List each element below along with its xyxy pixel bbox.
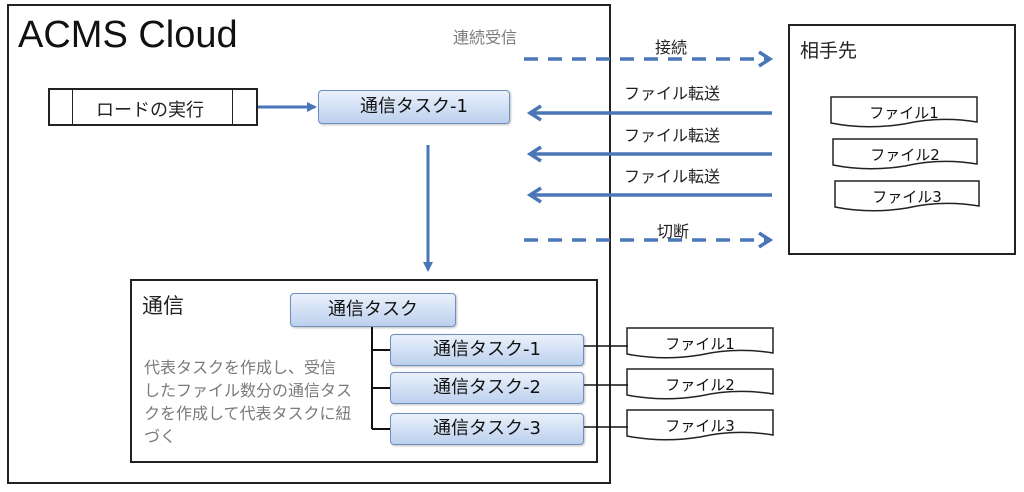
comm-desc-line-4: づく bbox=[144, 427, 177, 446]
comm-sub-task-1: 通信タスク-1 bbox=[390, 334, 584, 366]
comm-desc-line-3: クを作成して代表タスクに紐 bbox=[144, 404, 352, 423]
load-left-divider bbox=[72, 90, 73, 124]
result-file-3-label: ファイル3 bbox=[665, 417, 735, 435]
result-file-3: ファイル3 bbox=[626, 409, 774, 443]
disconnect-label: 切断 bbox=[657, 222, 690, 241]
partner-file-2-label: ファイル2 bbox=[870, 146, 940, 164]
connect-label: 接続 bbox=[655, 38, 688, 57]
partner-title: 相手先 bbox=[800, 40, 858, 62]
transfer-label-2: ファイル転送 bbox=[624, 126, 721, 145]
load-right-divider bbox=[232, 90, 233, 124]
result-file-1: ファイル1 bbox=[626, 327, 774, 361]
load-execution-label: ロードの実行 bbox=[96, 100, 204, 121]
transfer-label-3: ファイル転送 bbox=[624, 167, 721, 186]
partner-file-3: ファイル3 bbox=[834, 180, 980, 214]
comm-sub-task-2: 通信タスク-2 bbox=[390, 372, 584, 404]
partner-file-3-label: ファイル3 bbox=[872, 188, 942, 206]
comm-sub-task-3: 通信タスク-3 bbox=[390, 413, 584, 445]
partner-file-1: ファイル1 bbox=[830, 96, 978, 130]
comm-task-1-top: 通信タスク-1 bbox=[318, 90, 510, 124]
result-file-2: ファイル2 bbox=[626, 368, 774, 402]
comm-title: 通信 bbox=[142, 294, 184, 318]
acms-cloud-title: ACMS Cloud bbox=[18, 14, 238, 56]
result-file-1-label: ファイル1 bbox=[665, 335, 735, 353]
comm-desc-line-1: 代表タスクを作成し、受信 bbox=[144, 358, 337, 377]
continuous-receive-label: 連続受信 bbox=[453, 28, 518, 47]
transfer-label-1: ファイル転送 bbox=[624, 84, 721, 103]
result-file-2-label: ファイル2 bbox=[665, 376, 735, 394]
partner-file-2: ファイル2 bbox=[832, 138, 978, 172]
load-execution-box: ロードの実行 bbox=[48, 88, 258, 126]
comm-desc-line-2: したファイル数分の通信タス bbox=[144, 381, 353, 400]
comm-rep-task: 通信タスク bbox=[290, 293, 456, 327]
partner-file-1-label: ファイル1 bbox=[869, 104, 939, 122]
